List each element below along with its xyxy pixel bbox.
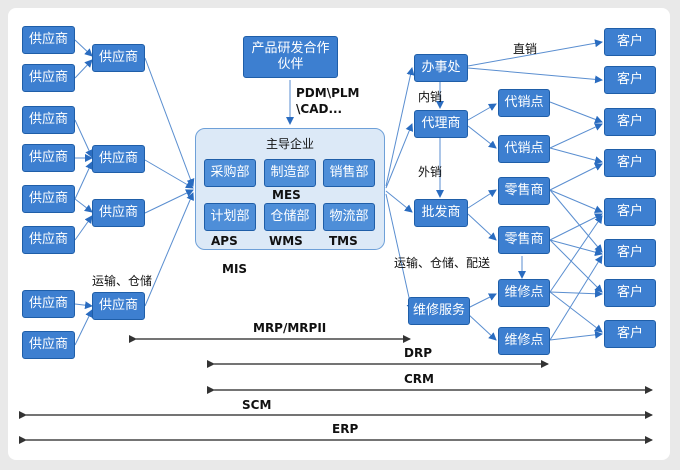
maintenance-service-node: 维修服务 xyxy=(408,297,470,325)
scm-span-label: SCM xyxy=(242,398,272,412)
edge xyxy=(74,119,93,158)
cad-label: \CAD... xyxy=(296,102,343,116)
supplier-node: 供应商 xyxy=(92,199,145,227)
edge xyxy=(549,163,603,191)
edge xyxy=(549,289,603,298)
edge xyxy=(385,67,415,187)
customer-node: 客户 xyxy=(604,28,656,56)
edge xyxy=(74,39,93,57)
supplier-node: 供应商 xyxy=(22,226,75,254)
edge xyxy=(74,198,93,213)
edge xyxy=(74,161,93,200)
transport-storage-label: 运输、仓储 xyxy=(92,274,153,288)
edge xyxy=(467,293,497,309)
supplier-node: 供应商 xyxy=(22,26,75,54)
purchase-dept-node: 采购部 xyxy=(204,159,256,187)
repair-point-node: 维修点 xyxy=(498,327,550,355)
repair-point-node: 维修点 xyxy=(498,279,550,307)
edge xyxy=(385,123,414,189)
edge xyxy=(144,192,194,307)
sales-dept-node: 销售部 xyxy=(323,159,375,187)
logistics-dept-node: 物流部 xyxy=(323,203,375,231)
edge xyxy=(549,189,603,253)
external-sales-label: 外销 xyxy=(418,165,443,179)
warehouse-dept-node: 仓储部 xyxy=(264,203,316,231)
edge xyxy=(74,301,93,310)
aps-label: APS xyxy=(211,234,238,248)
edge xyxy=(144,57,195,187)
edge xyxy=(467,39,603,67)
edge xyxy=(549,147,603,165)
manufacture-dept-node: 制造部 xyxy=(264,159,316,187)
supplier-node: 供应商 xyxy=(92,44,145,72)
supplier-node: 供应商 xyxy=(22,290,75,318)
supplier-node: 供应商 xyxy=(22,144,75,172)
retailer-node: 零售商 xyxy=(498,177,550,205)
edge xyxy=(549,330,603,341)
supplier-node: 供应商 xyxy=(22,185,75,213)
edge xyxy=(385,190,413,213)
dealer-node: 代销点 xyxy=(498,89,550,117)
edge xyxy=(74,309,93,346)
edge xyxy=(467,313,497,341)
planning-dept-node: 计划部 xyxy=(204,203,256,231)
rd-partner-node: 产品研发合作伙伴 xyxy=(243,36,338,78)
supplier-node: 供应商 xyxy=(22,331,75,359)
wholesaler-node: 批发商 xyxy=(414,199,468,227)
wms-label: WMS xyxy=(269,234,303,248)
tms-label: TMS xyxy=(329,234,358,248)
edge xyxy=(144,159,194,189)
customer-node: 客户 xyxy=(604,108,656,136)
edge xyxy=(467,213,497,241)
supplier-node: 供应商 xyxy=(92,145,145,173)
mes-label: MES xyxy=(272,188,301,202)
crm-span-label: CRM xyxy=(404,372,434,386)
internal-sales-label: 内销 xyxy=(418,90,443,104)
erp-span-label: ERP xyxy=(332,422,359,436)
customer-node: 客户 xyxy=(604,198,656,226)
edge xyxy=(549,215,603,293)
edge xyxy=(549,101,603,124)
edge xyxy=(467,103,497,121)
dealer-node: 代销点 xyxy=(498,135,550,163)
edge xyxy=(549,123,603,149)
customer-node: 客户 xyxy=(604,66,656,94)
edge xyxy=(385,193,415,312)
edge xyxy=(74,59,93,79)
edge xyxy=(467,189,497,209)
edge xyxy=(549,239,603,293)
edge xyxy=(467,67,603,84)
edge xyxy=(549,213,603,241)
customer-node: 客户 xyxy=(604,320,656,348)
retailer-node: 零售商 xyxy=(498,226,550,254)
edge xyxy=(467,125,497,149)
edge xyxy=(549,255,603,341)
supplier-node: 供应商 xyxy=(92,292,145,320)
mis-label: MIS xyxy=(222,262,248,276)
supplier-node: 供应商 xyxy=(22,64,75,92)
edge xyxy=(549,189,603,213)
agent-node: 代理商 xyxy=(414,110,468,138)
mrp-span-label: MRP/MRPII xyxy=(253,321,327,335)
edge xyxy=(549,239,603,257)
edge xyxy=(74,215,93,241)
customer-node: 客户 xyxy=(604,149,656,177)
edge xyxy=(144,189,194,214)
transport-storage-delivery-label: 运输、仓储、配送 xyxy=(394,256,491,270)
customer-node: 客户 xyxy=(604,279,656,307)
edge xyxy=(549,291,603,333)
drp-span-label: DRP xyxy=(404,346,432,360)
office-node: 办事处 xyxy=(414,54,468,82)
direct-sales-label: 直销 xyxy=(513,42,538,56)
core-title: 主导企业 xyxy=(265,137,314,151)
pdm-label: PDM\PLM xyxy=(296,86,360,100)
customer-node: 客户 xyxy=(604,239,656,267)
supplier-node: 供应商 xyxy=(22,106,75,134)
